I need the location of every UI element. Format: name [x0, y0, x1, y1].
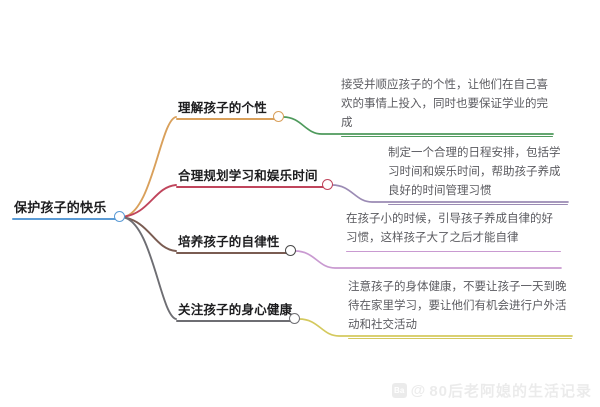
at-symbol-icon: @ — [410, 382, 426, 399]
detail-text-4: 注意孩子的身体健康，不要让孩子一天到晚待在家里学习，要让他们有机会进行户外活动和… — [348, 281, 567, 331]
root-node-dot[interactable] — [114, 211, 125, 222]
detail-underline-1 — [341, 136, 553, 138]
detail-text-3: 在孩子小的时候，引导孩子养成自律的好习惯，这样孩子大了之后才能自律 — [346, 213, 553, 244]
branch-node-4-underline — [176, 320, 292, 322]
root-node-label: 保护孩子的快乐 — [14, 200, 107, 215]
root-node-underline — [12, 218, 116, 220]
link-branch-3-to-detail — [294, 250, 562, 269]
detail-text-2: 制定一个合理的日程安排，包括学习时间和娱乐时间，帮助孩子养成良好的时间管理习惯 — [388, 147, 561, 197]
link-root-to-branch-3 — [121, 216, 177, 252]
branch-node-4-dot[interactable] — [289, 313, 300, 324]
branch-node-1-underline — [176, 118, 276, 120]
watermark-text: 80后老阿媳的生活记录 — [429, 383, 592, 400]
detail-underline-4 — [348, 338, 572, 340]
link-root-to-branch-1 — [121, 116, 177, 218]
detail-underline-2 — [388, 204, 568, 206]
branch-node-3-dot[interactable] — [285, 245, 296, 256]
branch-node-2-underline — [176, 186, 325, 188]
detail-text-1: 接受并顺应孩子的个性，让他们在自己喜欢的事情上投入，同时也要保证学业的完成 — [341, 79, 548, 129]
detail-underline-3 — [346, 251, 561, 253]
branch-node-3-label: 培养孩子的自律性 — [178, 235, 280, 249]
branch-node-3[interactable]: 培养孩子的自律性 — [176, 234, 288, 254]
detail-block-1: 接受并顺应孩子的个性，让他们在自己喜欢的事情上投入，同时也要保证学业的完成 — [341, 76, 553, 138]
detail-block-4: 注意孩子的身体健康，不要让孩子一天到晚待在家里学习，要让他们有机会进行户外活动和… — [348, 278, 572, 340]
branch-node-2[interactable]: 合理规划学习和娱乐时间 — [176, 168, 325, 188]
branch-node-1[interactable]: 理解孩子的个性 — [176, 100, 276, 120]
branch-node-1-dot[interactable] — [273, 111, 284, 122]
detail-block-3: 在孩子小的时候，引导孩子养成自律的好习惯，这样孩子大了之后才能自律 — [346, 210, 561, 253]
detail-block-2: 制定一个合理的日程安排，包括学习时间和娱乐时间，帮助孩子养成良好的时间管理习惯 — [388, 144, 568, 206]
branch-node-1-label: 理解孩子的个性 — [178, 101, 267, 115]
branch-node-4[interactable]: 关注孩子的身心健康 — [176, 302, 292, 322]
branch-node-2-label: 合理规划学习和娱乐时间 — [178, 169, 318, 183]
branch-node-2-dot[interactable] — [322, 179, 333, 190]
branch-node-3-underline — [176, 252, 288, 254]
branch-node-4-label: 关注孩子的身心健康 — [178, 303, 293, 317]
baidu-logo-icon: Ba — [391, 383, 407, 398]
root-node[interactable]: 保护孩子的快乐 — [12, 200, 116, 220]
link-root-to-branch-4 — [121, 216, 177, 320]
link-root-to-branch-2 — [121, 184, 177, 218]
watermark: Ba @ 80后老阿媳的生活记录 — [391, 380, 592, 401]
